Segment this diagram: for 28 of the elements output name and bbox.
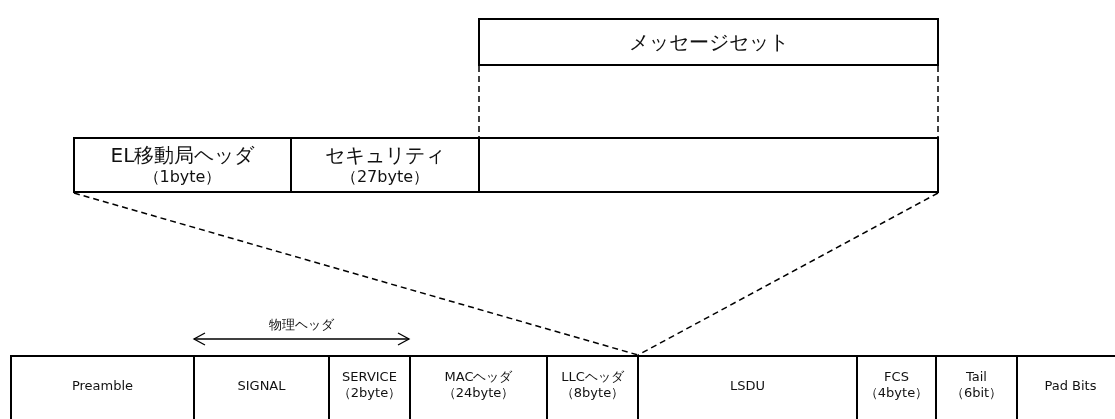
field-name: LLCヘッダ: [561, 369, 624, 385]
field-box: [478, 18, 939, 66]
dimension-label: 物理ヘッダ: [267, 317, 335, 333]
field-size: （6bit）: [950, 384, 1003, 401]
dashed-line: [637, 192, 939, 356]
field-size: （24byte）: [442, 384, 515, 401]
field-name: FCS: [884, 369, 909, 385]
field-box: [290, 137, 480, 193]
field-size: （2byte）: [337, 384, 402, 401]
field-name: メッセージセット: [628, 30, 789, 54]
field-name: Tail: [966, 369, 987, 385]
frame-field-box: [10, 355, 195, 419]
field-name: Preamble: [71, 378, 134, 394]
field-name: SERVICE: [342, 369, 397, 385]
dashed-line: [478, 65, 939, 138]
field-size: （1byte）: [143, 167, 222, 187]
field-box: [478, 137, 939, 193]
field-size: （27byte）: [340, 167, 430, 187]
field-name: セキュリティ: [325, 143, 445, 168]
field-name: EL移動局ヘッダ: [110, 143, 255, 168]
field-box: [73, 137, 292, 193]
field-name: Pad Bits: [1044, 378, 1097, 394]
field-size: （4byte）: [864, 384, 929, 401]
dashed-line: [73, 192, 639, 356]
field-name: LSDU: [730, 378, 765, 394]
field-size: （8byte）: [560, 384, 625, 401]
field-name: MACヘッダ: [444, 369, 513, 385]
field-name: SIGNAL: [237, 378, 286, 394]
